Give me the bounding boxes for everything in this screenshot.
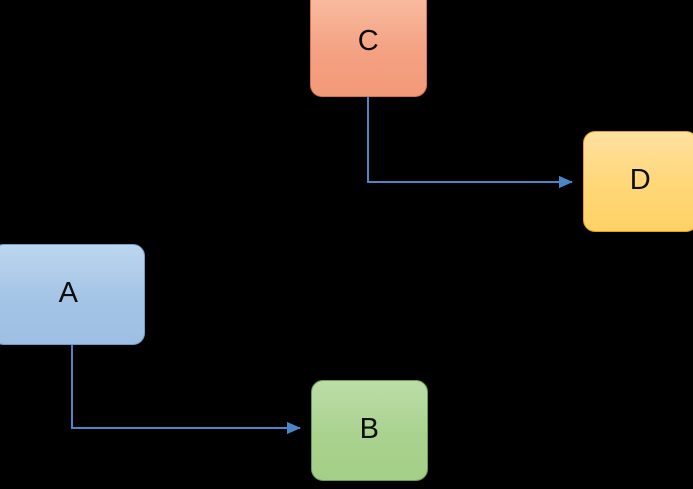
edge-c-to-d-path — [367, 97, 573, 189]
node-b-label: B — [359, 413, 380, 445]
edge-a-to-b[interactable] — [71, 345, 301, 435]
node-c-label: C — [357, 25, 380, 57]
edge-a-to-b-path — [71, 345, 301, 435]
node-a[interactable]: A — [0, 244, 145, 345]
node-d-label: D — [629, 164, 652, 196]
node-b[interactable]: B — [311, 380, 428, 481]
node-d[interactable]: D — [583, 131, 693, 232]
node-c[interactable]: C — [310, 0, 427, 97]
edge-c-to-d[interactable] — [367, 97, 573, 189]
node-a-label: A — [58, 277, 79, 309]
